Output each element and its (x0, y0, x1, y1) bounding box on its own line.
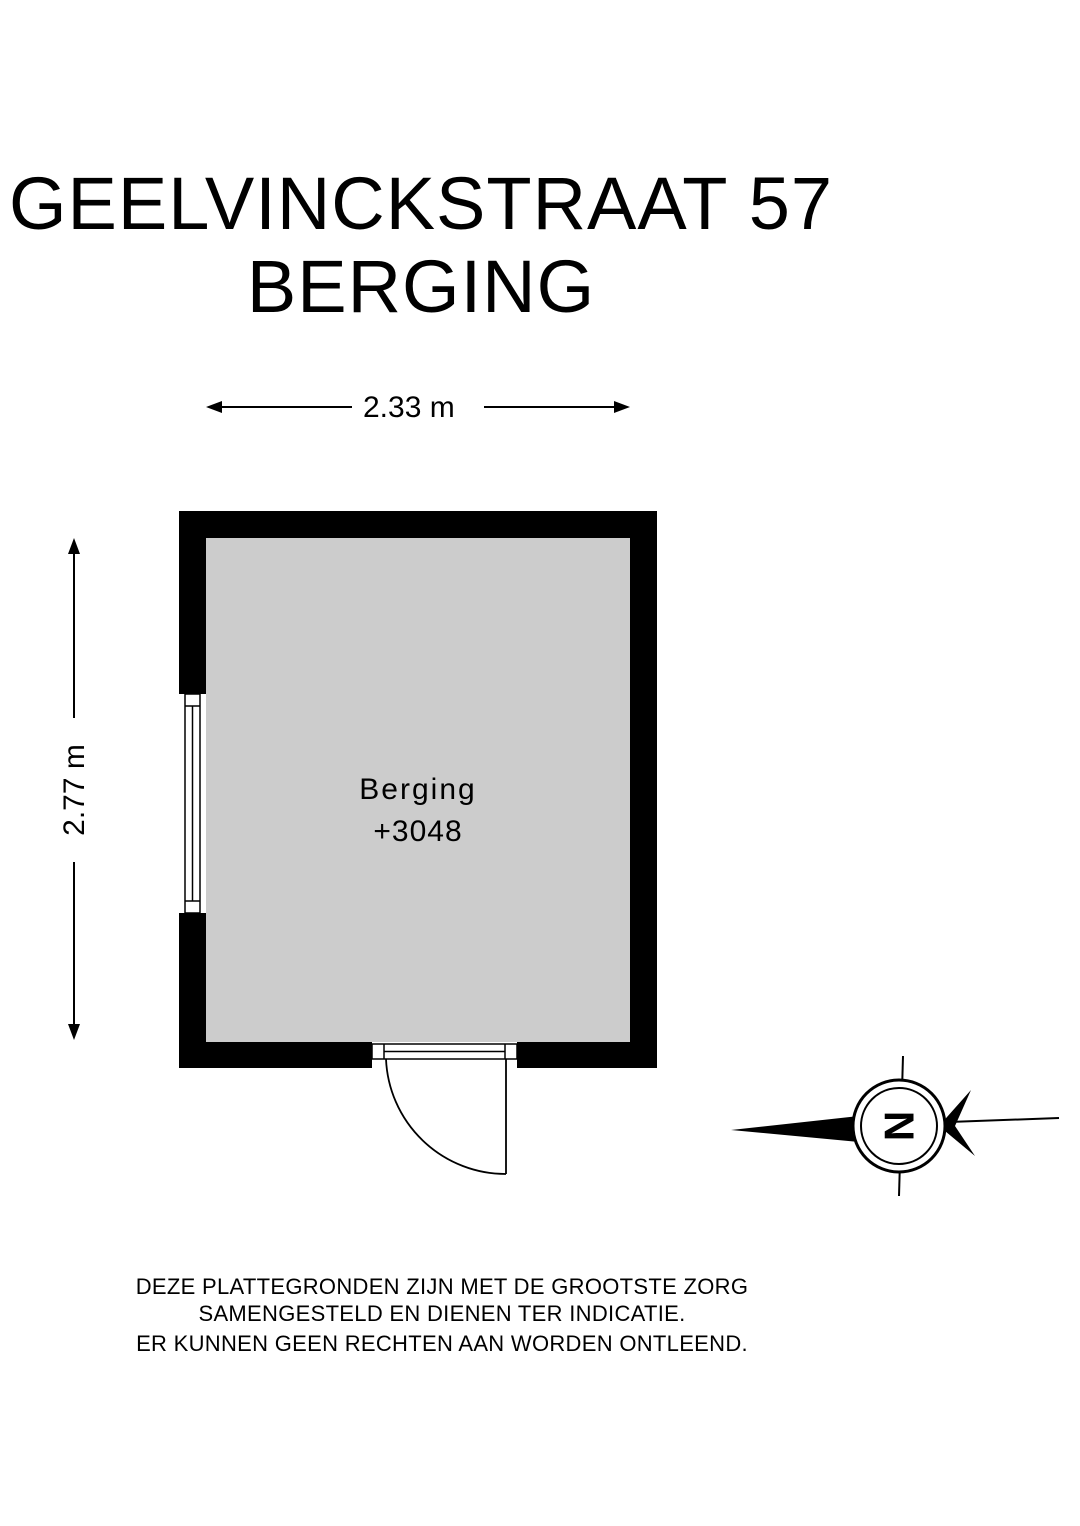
window (184, 693, 201, 914)
room-level: +3048 (373, 815, 463, 848)
disclaimer-line: ER KUNNEN GEEN RECHTEN AAN WORDEN ONTLEE… (136, 1331, 748, 1356)
disclaimer-line: SAMENGESTELD EN DIENEN TER INDICATIE. (198, 1301, 686, 1326)
room-floor (206, 538, 630, 1042)
door-threshold (371, 1043, 518, 1060)
door (385, 1058, 507, 1175)
width-dimension-label: 2.33 m (363, 391, 455, 424)
room-name: Berging (359, 773, 477, 806)
compass-letter: N (876, 1111, 923, 1141)
height-dimension-line (68, 538, 80, 1040)
page-subtitle: BERGING (246, 245, 596, 328)
page-title: GEELVINCKSTRAAT 57 (8, 162, 834, 245)
north-arrow-icon: N (731, 1055, 1060, 1197)
disclaimer-line: DEZE PLATTEGRONDEN ZIJN MET DE GROOTSTE … (135, 1274, 749, 1299)
walls (179, 511, 657, 1068)
width-dimension-line (206, 401, 630, 413)
height-dimension-label: 2.77 m (58, 744, 91, 836)
